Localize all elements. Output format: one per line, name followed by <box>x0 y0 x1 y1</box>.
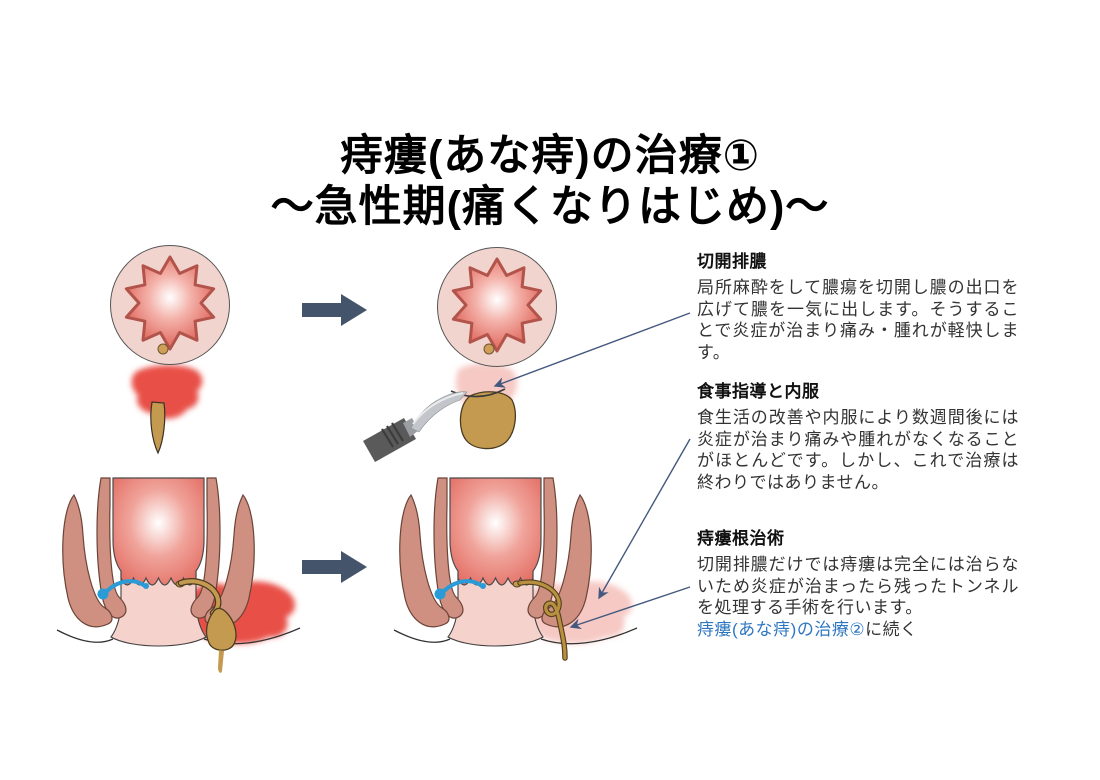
annotation-incision-body: 局所麻酔をして膿瘍を切開し膿の出口を広げて膿を一気に出します。そうすることで炎症… <box>697 278 1019 362</box>
fistula-tract-with-pus <box>177 578 237 673</box>
leader-line-incision <box>493 312 691 388</box>
annotation-incision-heading: 切開排膿 <box>697 252 767 271</box>
annotation-incision: 切開排膿 局所麻酔をして膿瘍を切開し膿の出口を広げて膿を一気に出します。そうする… <box>697 251 1019 363</box>
figure-incision-drainage-axial <box>363 247 557 462</box>
annotation-surgery-body: 切開排膿だけでは痔瘻は完全には治らないため炎症が治まったら残ったトンネルを処理す… <box>697 555 1019 618</box>
annotation-medication-heading: 食事指導と内服 <box>697 382 820 401</box>
anal-canal-star <box>451 257 543 353</box>
figure-residual-fistula-coronal <box>392 476 639 661</box>
annotation-surgery-heading: 痔瘻根治術 <box>697 529 785 548</box>
page-title: 痔瘻(あな痔)の治療① ～急性期(痛くなりはじめ)～ <box>0 131 1100 233</box>
annotation-medication-body: 食生活の改善や内服により数週間後には炎症が治まり痛みや腫れがなくなることがほとん… <box>697 408 1019 492</box>
abscess-blob <box>131 365 203 419</box>
figure-acute-abscess-axial <box>110 245 230 455</box>
page-title-line1: 痔瘻(あな痔)の治療① <box>339 131 761 180</box>
internal-opening-dot <box>483 343 495 355</box>
residual-fistula-tunnel <box>517 579 568 661</box>
flow-arrow-bottom-icon <box>302 551 367 583</box>
next-slide-link[interactable]: 痔瘻(あな痔)の治療② <box>697 619 866 639</box>
internal-opening-dot <box>157 343 169 355</box>
page-title-line2: ～急性期(痛くなりはじめ)～ <box>270 182 830 231</box>
anal-canal-star <box>124 255 216 351</box>
drained-pus-blob <box>459 391 517 450</box>
leader-line-surgery <box>569 586 691 630</box>
next-slide-line: 痔瘻(あな痔)の治療②に続く <box>697 619 1019 641</box>
annotation-surgery: 痔瘻根治術 切開排膿だけでは痔瘻は完全には治らないため炎症が治まったら残ったトン… <box>697 528 1019 640</box>
flow-arrow-top-icon <box>302 294 367 326</box>
scalpel-icon <box>363 391 468 462</box>
leader-line-medication <box>598 438 691 600</box>
next-slide-link-suffix: に続く <box>865 619 918 639</box>
annotation-medication: 食事指導と内服 食生活の改善や内服により数週間後には炎症が治まり痛みや腫れがなく… <box>697 381 1019 493</box>
figure-abscess-coronal <box>55 476 302 673</box>
pus-spike <box>150 401 166 455</box>
